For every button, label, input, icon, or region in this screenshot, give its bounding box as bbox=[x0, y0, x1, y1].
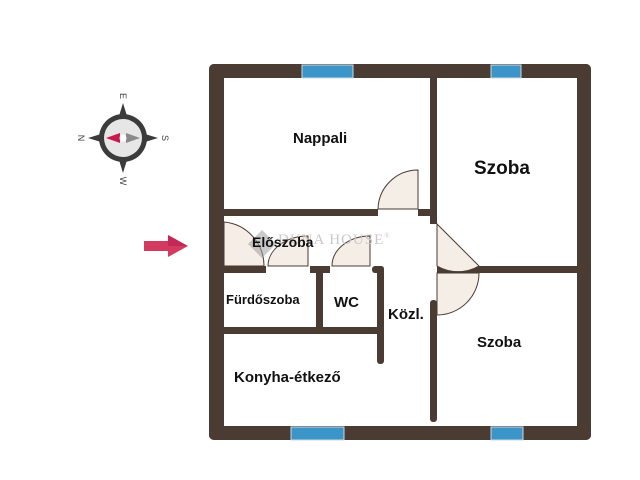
watermark-text: DUNA HOUSE bbox=[278, 232, 385, 248]
door-szoba-1 bbox=[436, 222, 480, 273]
compass-label-left: N bbox=[76, 135, 86, 142]
door-szoba-2 bbox=[436, 272, 480, 316]
room-label-furdoszoba: Fürdőszoba bbox=[226, 292, 300, 307]
room-label-eloszoba: Előszoba bbox=[252, 234, 314, 250]
room-label-wc: WC bbox=[334, 294, 359, 311]
compass-label-bottom: W bbox=[118, 177, 128, 186]
compass-label-right: S bbox=[160, 135, 170, 141]
room-label-szoba-2: Szoba bbox=[477, 334, 522, 351]
door-nappali bbox=[377, 169, 419, 210]
compass-icon bbox=[88, 103, 158, 173]
windows bbox=[290, 64, 524, 441]
room-label-nappali: Nappali bbox=[293, 130, 348, 147]
watermark: DUNA HOUSE® bbox=[278, 232, 391, 249]
watermark-logo-icon bbox=[248, 230, 276, 258]
room-label-konyha: Konyha-étkező bbox=[234, 369, 341, 386]
door-wc bbox=[331, 235, 371, 267]
doors bbox=[223, 169, 480, 316]
window-szoba-1 bbox=[490, 64, 522, 79]
compass-label-top: E bbox=[118, 93, 128, 99]
window-nappali bbox=[301, 64, 354, 79]
window-szoba-2 bbox=[490, 426, 524, 441]
window-konyha bbox=[290, 426, 345, 441]
watermark-mark: ® bbox=[384, 232, 391, 240]
room-label-szoba-1: Szoba bbox=[474, 158, 530, 179]
entrance-arrow-icon bbox=[144, 235, 188, 257]
door-furdoszoba bbox=[267, 235, 309, 267]
interior-walls bbox=[220, 74, 579, 422]
room-label-kozl: Közl. bbox=[388, 306, 424, 323]
